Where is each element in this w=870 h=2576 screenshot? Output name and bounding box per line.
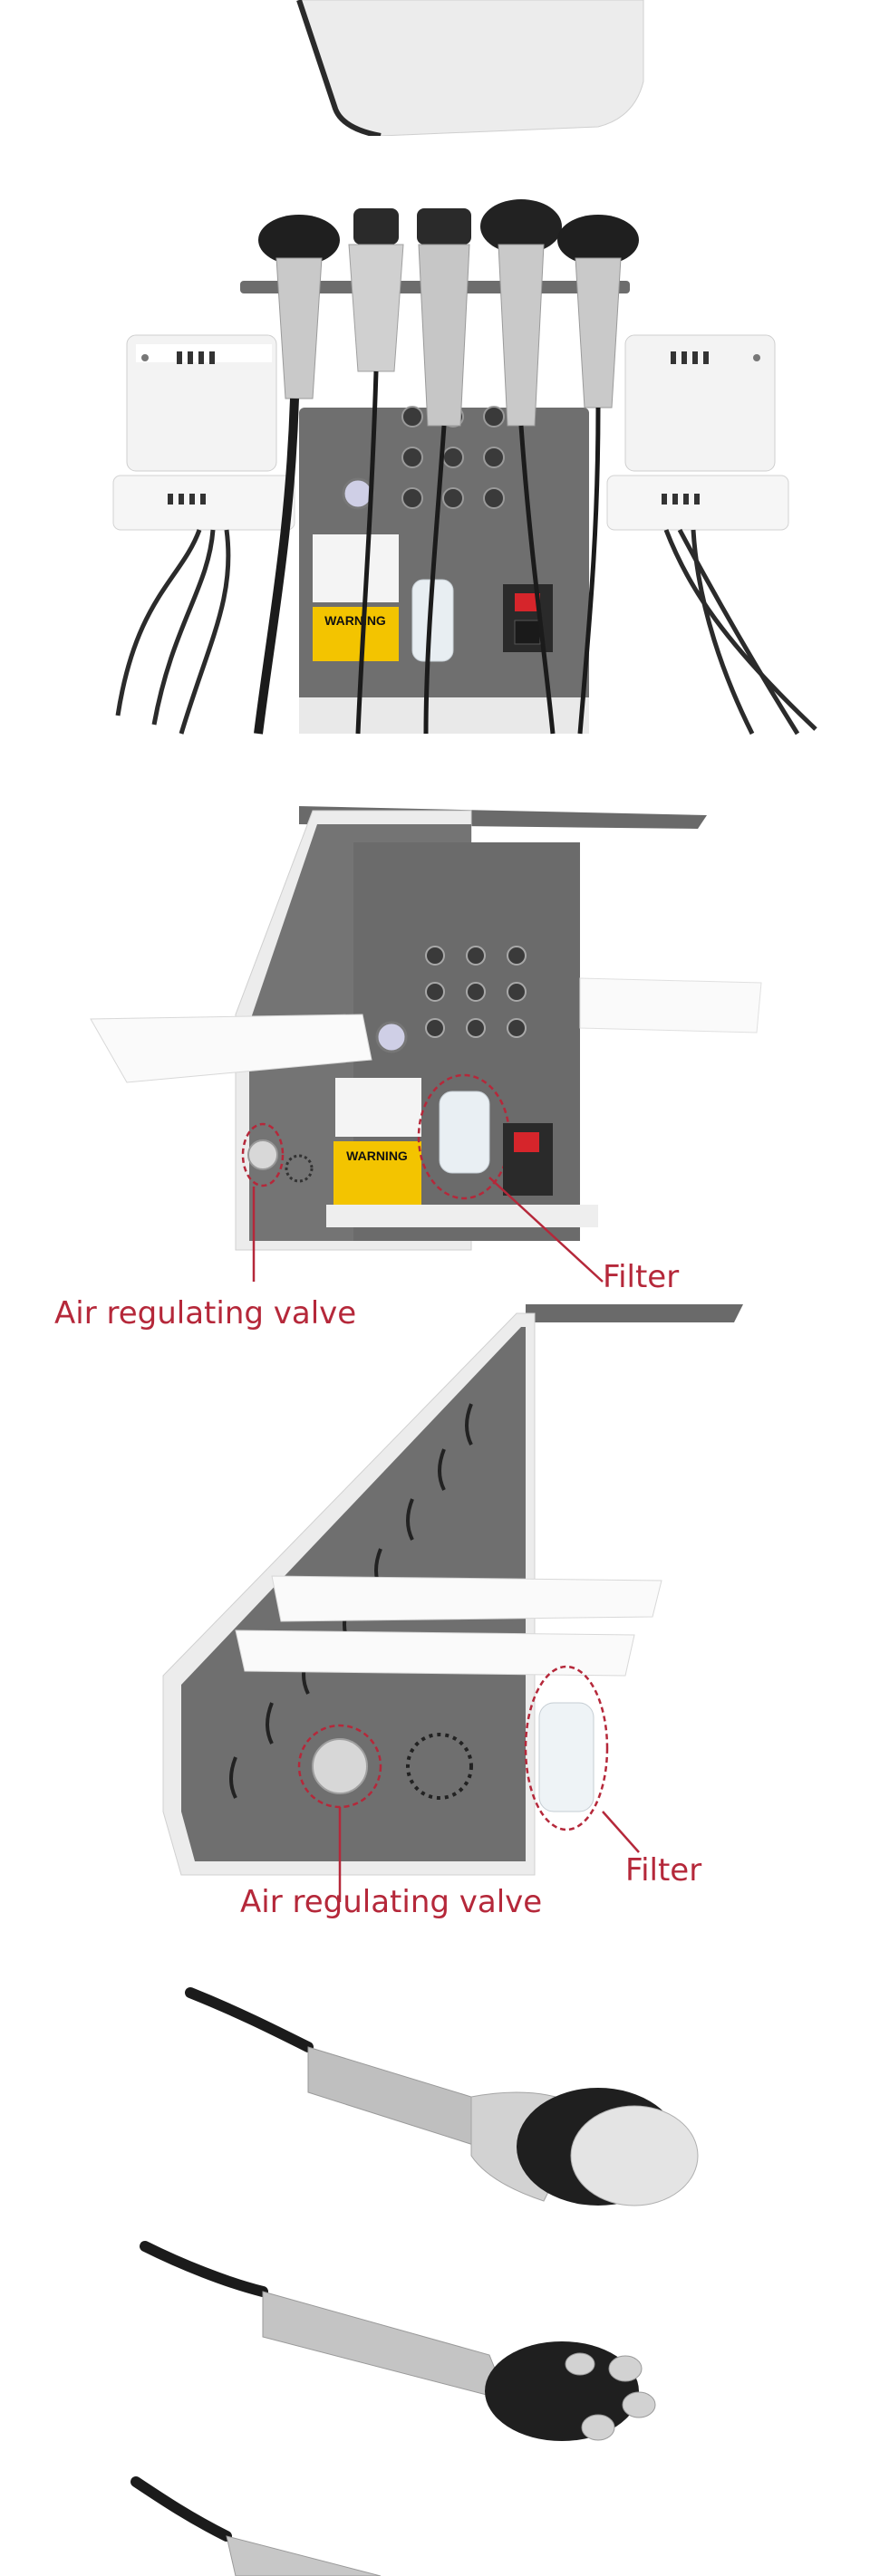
machine-side-view-1-image: WARNING xyxy=(90,806,762,1283)
scene-front-view: WARNING xyxy=(0,172,870,752)
filter-callout-2: Filter xyxy=(625,1852,702,1889)
filter-callout-1: Filter xyxy=(603,1259,680,1295)
warning-sticker-side: WARNING xyxy=(346,1149,408,1163)
air-valve-callout-2: Air regulating valve xyxy=(240,1884,543,1920)
handpieces xyxy=(254,199,639,735)
left-pad-module xyxy=(112,334,295,735)
warning-sticker: WARNING xyxy=(324,613,386,628)
machine-body: WARNING xyxy=(299,406,589,734)
handpiece-closeups-image xyxy=(130,1987,699,2576)
scene-handpieces xyxy=(0,1975,870,2576)
handpiece-rf-multipolar xyxy=(140,2241,656,2441)
machine-front-image: WARNING xyxy=(112,199,817,735)
air-valve-knob xyxy=(247,1139,278,1170)
air-valve-callout-1: Air regulating valve xyxy=(54,1295,357,1331)
speaker-grille-icon-2 xyxy=(406,1733,473,1800)
scene-side-view-1: WARNING Filter Air regulating valve xyxy=(0,788,870,1331)
speaker-grille-icon xyxy=(285,1154,314,1183)
handpiece-cropped xyxy=(130,2476,382,2576)
handpiece-cavitation xyxy=(185,1987,699,2206)
air-valve-knob-2 xyxy=(312,1738,368,1794)
scene-top-crop xyxy=(0,0,870,136)
filter-cup-2 xyxy=(538,1702,594,1812)
right-pad-module xyxy=(606,334,817,735)
scene-side-view-2: Filter Air regulating valve xyxy=(0,1304,870,1938)
machine-side-view-2-image xyxy=(162,1304,743,1902)
filter-cup xyxy=(439,1091,490,1174)
product-top-crop xyxy=(296,0,644,136)
